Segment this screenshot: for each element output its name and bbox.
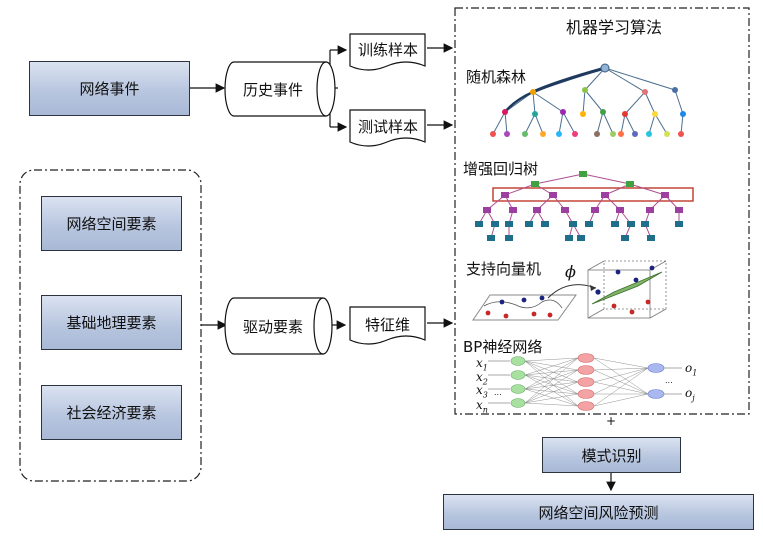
svm-diagram bbox=[472, 260, 667, 321]
driving-factors-store bbox=[224, 297, 333, 355]
plus-sign: + bbox=[606, 414, 617, 428]
random-forest-diagram bbox=[490, 63, 686, 137]
network-space-factors-box: 网络空间要素 bbox=[41, 196, 182, 251]
training-samples-label: 训练样本 bbox=[358, 41, 419, 59]
bp-output-oj: oj bbox=[685, 386, 695, 403]
ml-frame bbox=[454, 7, 750, 415]
bp-title: BP神经网络 bbox=[463, 338, 543, 356]
pattern-recognition-label: 模式识别 bbox=[581, 446, 642, 465]
feature-dimension-doc bbox=[349, 306, 426, 345]
historical-events-store bbox=[224, 61, 336, 117]
bp-input-x3: x3 bbox=[476, 383, 488, 400]
basic-geo-factors-label: 基础地理要素 bbox=[66, 314, 157, 332]
ml-title: 机器学习算法 bbox=[566, 18, 663, 37]
socio-economic-factors-box: 社会经济要素 bbox=[41, 385, 182, 440]
bp-input-xn: xn bbox=[476, 398, 488, 415]
bp-input-x2: x2 bbox=[476, 370, 488, 387]
brt-title: 增强回归树 bbox=[463, 160, 539, 178]
bp-output-dots: ... bbox=[665, 376, 673, 385]
network-events-box: 网络事件 bbox=[29, 61, 190, 116]
network-events-label: 网络事件 bbox=[79, 80, 140, 98]
bp-network-diagram bbox=[488, 353, 682, 411]
socio-economic-factors-label: 社会经济要素 bbox=[66, 404, 157, 422]
bp-input-dots: ... bbox=[494, 388, 502, 397]
bp-input-x1: x1 bbox=[476, 356, 488, 373]
pattern-recognition-box: 模式识别 bbox=[542, 437, 681, 473]
basic-geo-factors-box: 基础地理要素 bbox=[41, 295, 182, 350]
random-forest-title: 随机森林 bbox=[466, 68, 527, 86]
historical-events-label: 历史事件 bbox=[243, 81, 304, 99]
test-samples-doc bbox=[349, 109, 426, 147]
training-samples-doc bbox=[349, 33, 426, 71]
bp-output-o1: o1 bbox=[685, 361, 698, 378]
test-samples-label: 测试样本 bbox=[358, 118, 419, 136]
network-space-factors-label: 网络空间要素 bbox=[66, 215, 157, 233]
brt-diagram bbox=[475, 171, 694, 241]
svm-title: 支持向量机 bbox=[466, 260, 542, 278]
risk-prediction-label: 网络空间风险预测 bbox=[538, 503, 659, 522]
feature-dimension-label: 特征维 bbox=[365, 316, 411, 334]
driving-factors-label: 驱动要素 bbox=[243, 318, 304, 336]
risk-prediction-box: 网络空间风险预测 bbox=[443, 494, 754, 530]
svm-phi: ϕ bbox=[565, 262, 576, 281]
